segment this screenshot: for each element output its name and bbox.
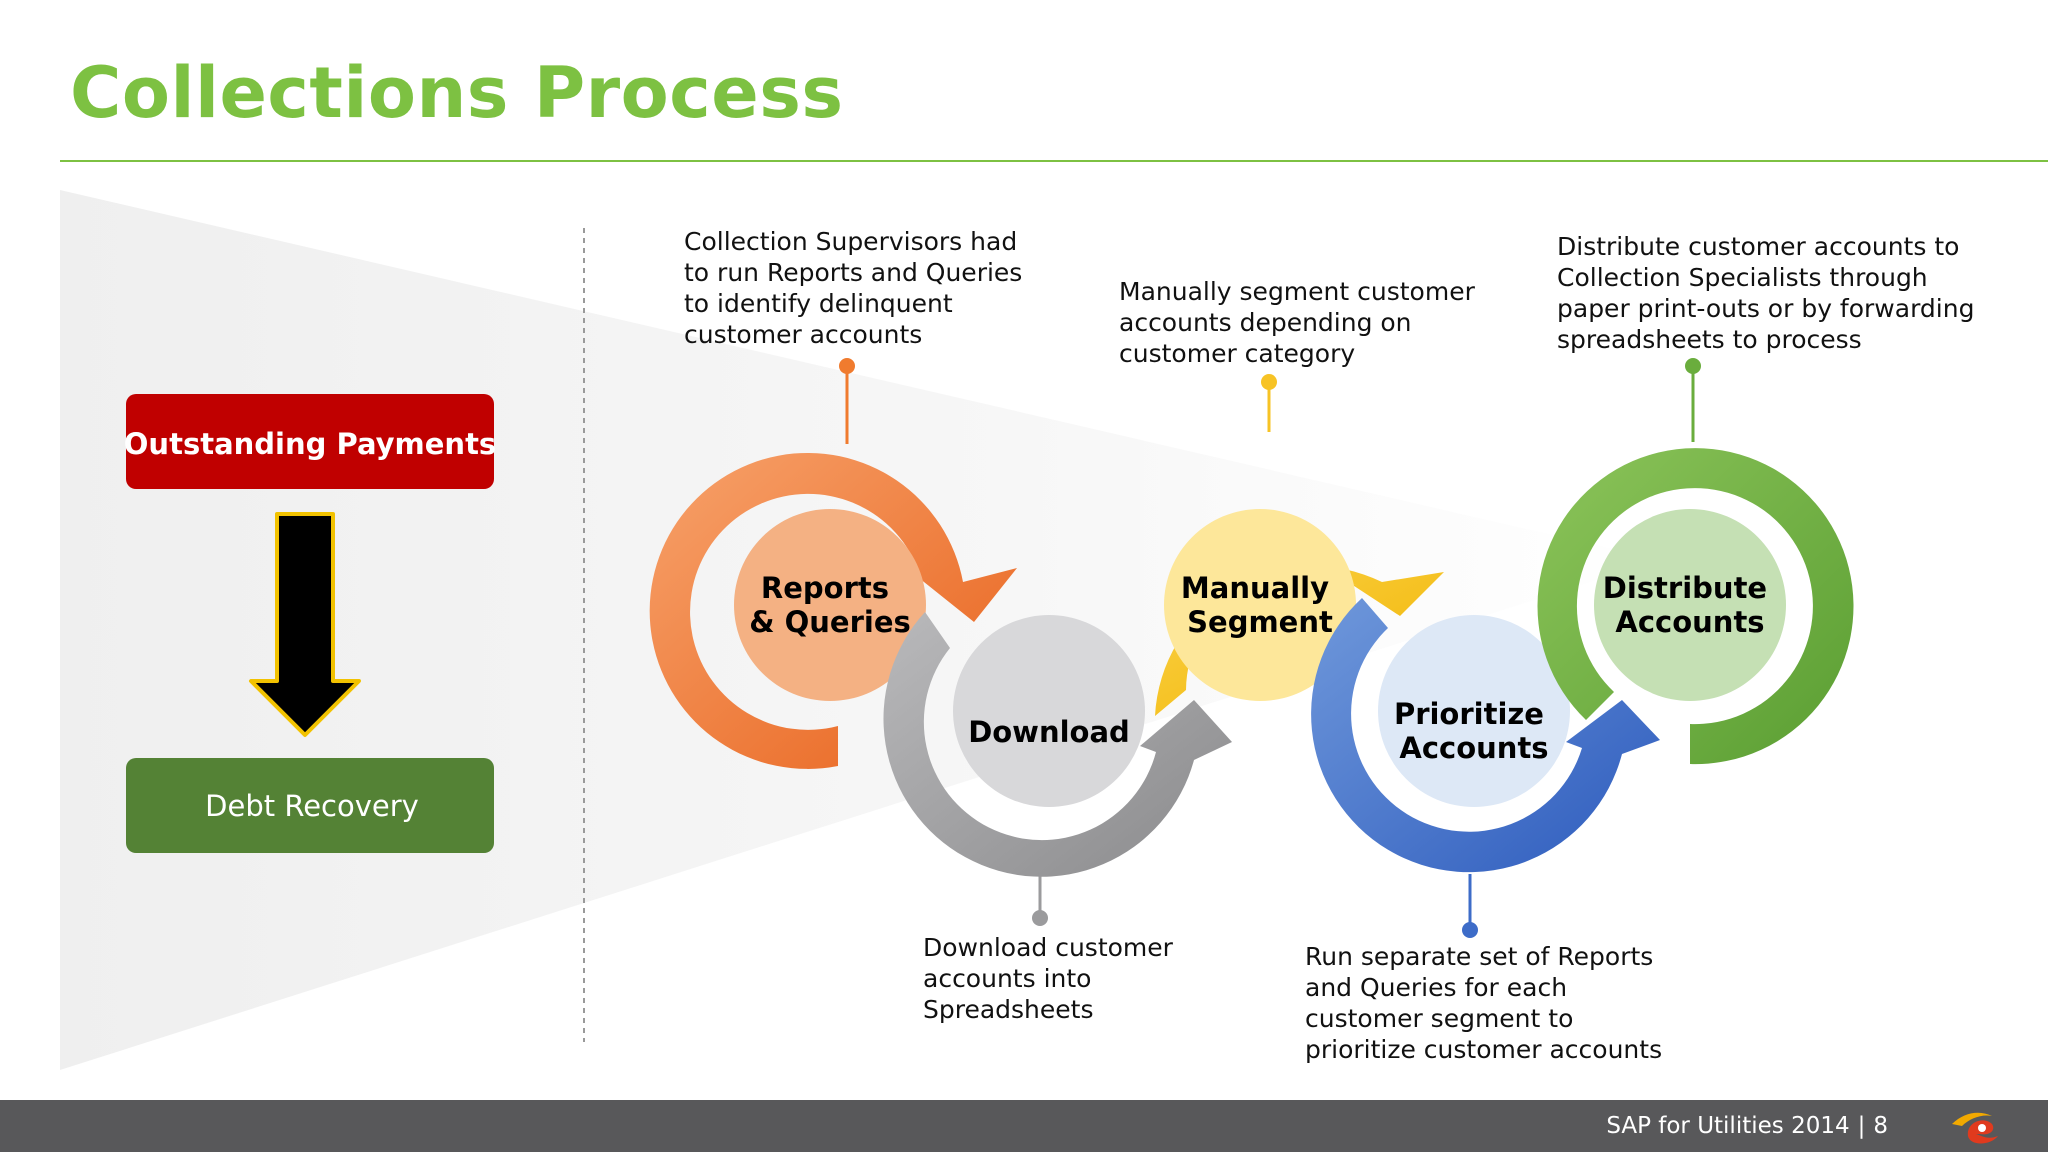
download-circle	[953, 615, 1145, 807]
callout-distribute-accounts-line-4: spreadsheets to process	[1557, 325, 1862, 354]
footer-text: SAP for Utilities 2014 | 8	[1606, 1113, 1888, 1139]
manually-segment-label-line-2: Segment	[1187, 605, 1333, 639]
callout-reports-queries-line-4: customer accounts	[684, 320, 922, 349]
prioritize-accounts-circle	[1378, 615, 1570, 807]
distribute-accounts-label: Distribute Accounts	[1603, 571, 1777, 639]
footer-event: SAP for Utilities 2014	[1606, 1113, 1850, 1139]
reports-queries-label: Reports & Queries	[749, 571, 911, 639]
footer-separator: |	[1857, 1113, 1866, 1139]
download-label: Download	[968, 715, 1130, 749]
gray-cycle-arrow	[883, 612, 1232, 877]
distribute-accounts-circle	[1594, 509, 1786, 701]
down-arrow-icon	[249, 512, 361, 737]
callout-prioritize-accounts-line-2: and Queries for each	[1305, 973, 1567, 1002]
yellow-cycle-arrow	[1155, 566, 1444, 716]
brand-logo-icon	[1952, 1112, 1998, 1144]
outstanding-payments-box	[126, 394, 494, 489]
callout-manually-segment-line-1: Manually segment customer	[1119, 277, 1476, 306]
callout-distribute-accounts-line-2: Collection Specialists through	[1557, 263, 1928, 292]
callout-prioritize-accounts: Run separate set of Reports and Queries …	[1305, 942, 1662, 1064]
process-diagram: Outstanding Payments Debt Recovery Repor…	[60, 190, 1982, 1070]
reports-queries-circle	[734, 509, 926, 701]
callout-distribute-accounts-line-3: paper print-outs or by forwarding	[1557, 294, 1974, 323]
title-divider	[60, 160, 2048, 162]
callout-distribute-accounts: Distribute customer accounts to Collecti…	[1557, 232, 1982, 354]
callout-prioritize-accounts-line-4: prioritize customer accounts	[1305, 1035, 1662, 1064]
distribute-accounts-label-line-2: Accounts	[1615, 605, 1764, 639]
callout-download-line-1: Download customer	[923, 933, 1174, 962]
distribute-accounts-label-line-1: Distribute	[1603, 571, 1767, 605]
debt-recovery-box	[126, 758, 494, 853]
manually-segment-circle	[1164, 509, 1356, 701]
step-download: Download	[883, 612, 1232, 877]
reports-queries-label-line-2: & Queries	[749, 605, 911, 639]
callout-prioritize-accounts-line-3: customer segment to	[1305, 1004, 1573, 1033]
callout-reports-queries-line-2: to run Reports and Queries	[684, 258, 1022, 287]
page-number: 8	[1873, 1113, 1888, 1139]
reports-queries-label-line-1: Reports	[761, 571, 889, 605]
callout-manually-segment-line-2: accounts depending on	[1119, 308, 1412, 337]
callout-manually-segment: Manually segment customer accounts depen…	[1119, 277, 1483, 368]
manually-segment-label: Manually Segment	[1181, 571, 1339, 639]
step-prioritize-accounts: Prioritize Accounts	[1311, 598, 1660, 873]
callout-prioritize-accounts-line-1: Run separate set of Reports	[1305, 942, 1653, 971]
orange-cycle-arrow	[649, 452, 1017, 769]
step-manually-segment: Manually Segment	[1155, 509, 1444, 716]
callout-reports-queries: Collection Supervisors had to run Report…	[684, 227, 1030, 349]
footer-bar: SAP for Utilities 2014 | 8	[0, 1100, 2048, 1152]
callout-download-line-2: accounts into	[923, 964, 1091, 993]
callout-download: Download customer accounts into Spreadsh…	[923, 933, 1181, 1024]
callout-reports-queries-line-1: Collection Supervisors had	[684, 227, 1017, 256]
debt-recovery-label: Debt Recovery	[205, 789, 419, 823]
page-title: Collections Process	[70, 52, 844, 134]
blue-cycle-arrow	[1311, 598, 1660, 873]
callout-reports-queries-line-3: to identify delinquent	[684, 289, 953, 318]
outstanding-payments-label: Outstanding Payments	[124, 427, 496, 461]
prioritize-accounts-label: Prioritize Accounts	[1394, 697, 1554, 765]
prioritize-accounts-label-line-1: Prioritize	[1394, 697, 1544, 731]
prioritize-accounts-label-line-2: Accounts	[1399, 731, 1548, 765]
callout-connectors	[839, 358, 1701, 938]
callout-download-line-3: Spreadsheets	[923, 995, 1094, 1024]
step-distribute-accounts: Distribute Accounts	[1537, 448, 1854, 765]
step-reports-queries: Reports & Queries	[649, 452, 1017, 769]
manually-segment-label-line-1: Manually	[1181, 571, 1329, 605]
callout-distribute-accounts-line-1: Distribute customer accounts to	[1557, 232, 1959, 261]
callout-manually-segment-line-3: customer category	[1119, 339, 1355, 368]
